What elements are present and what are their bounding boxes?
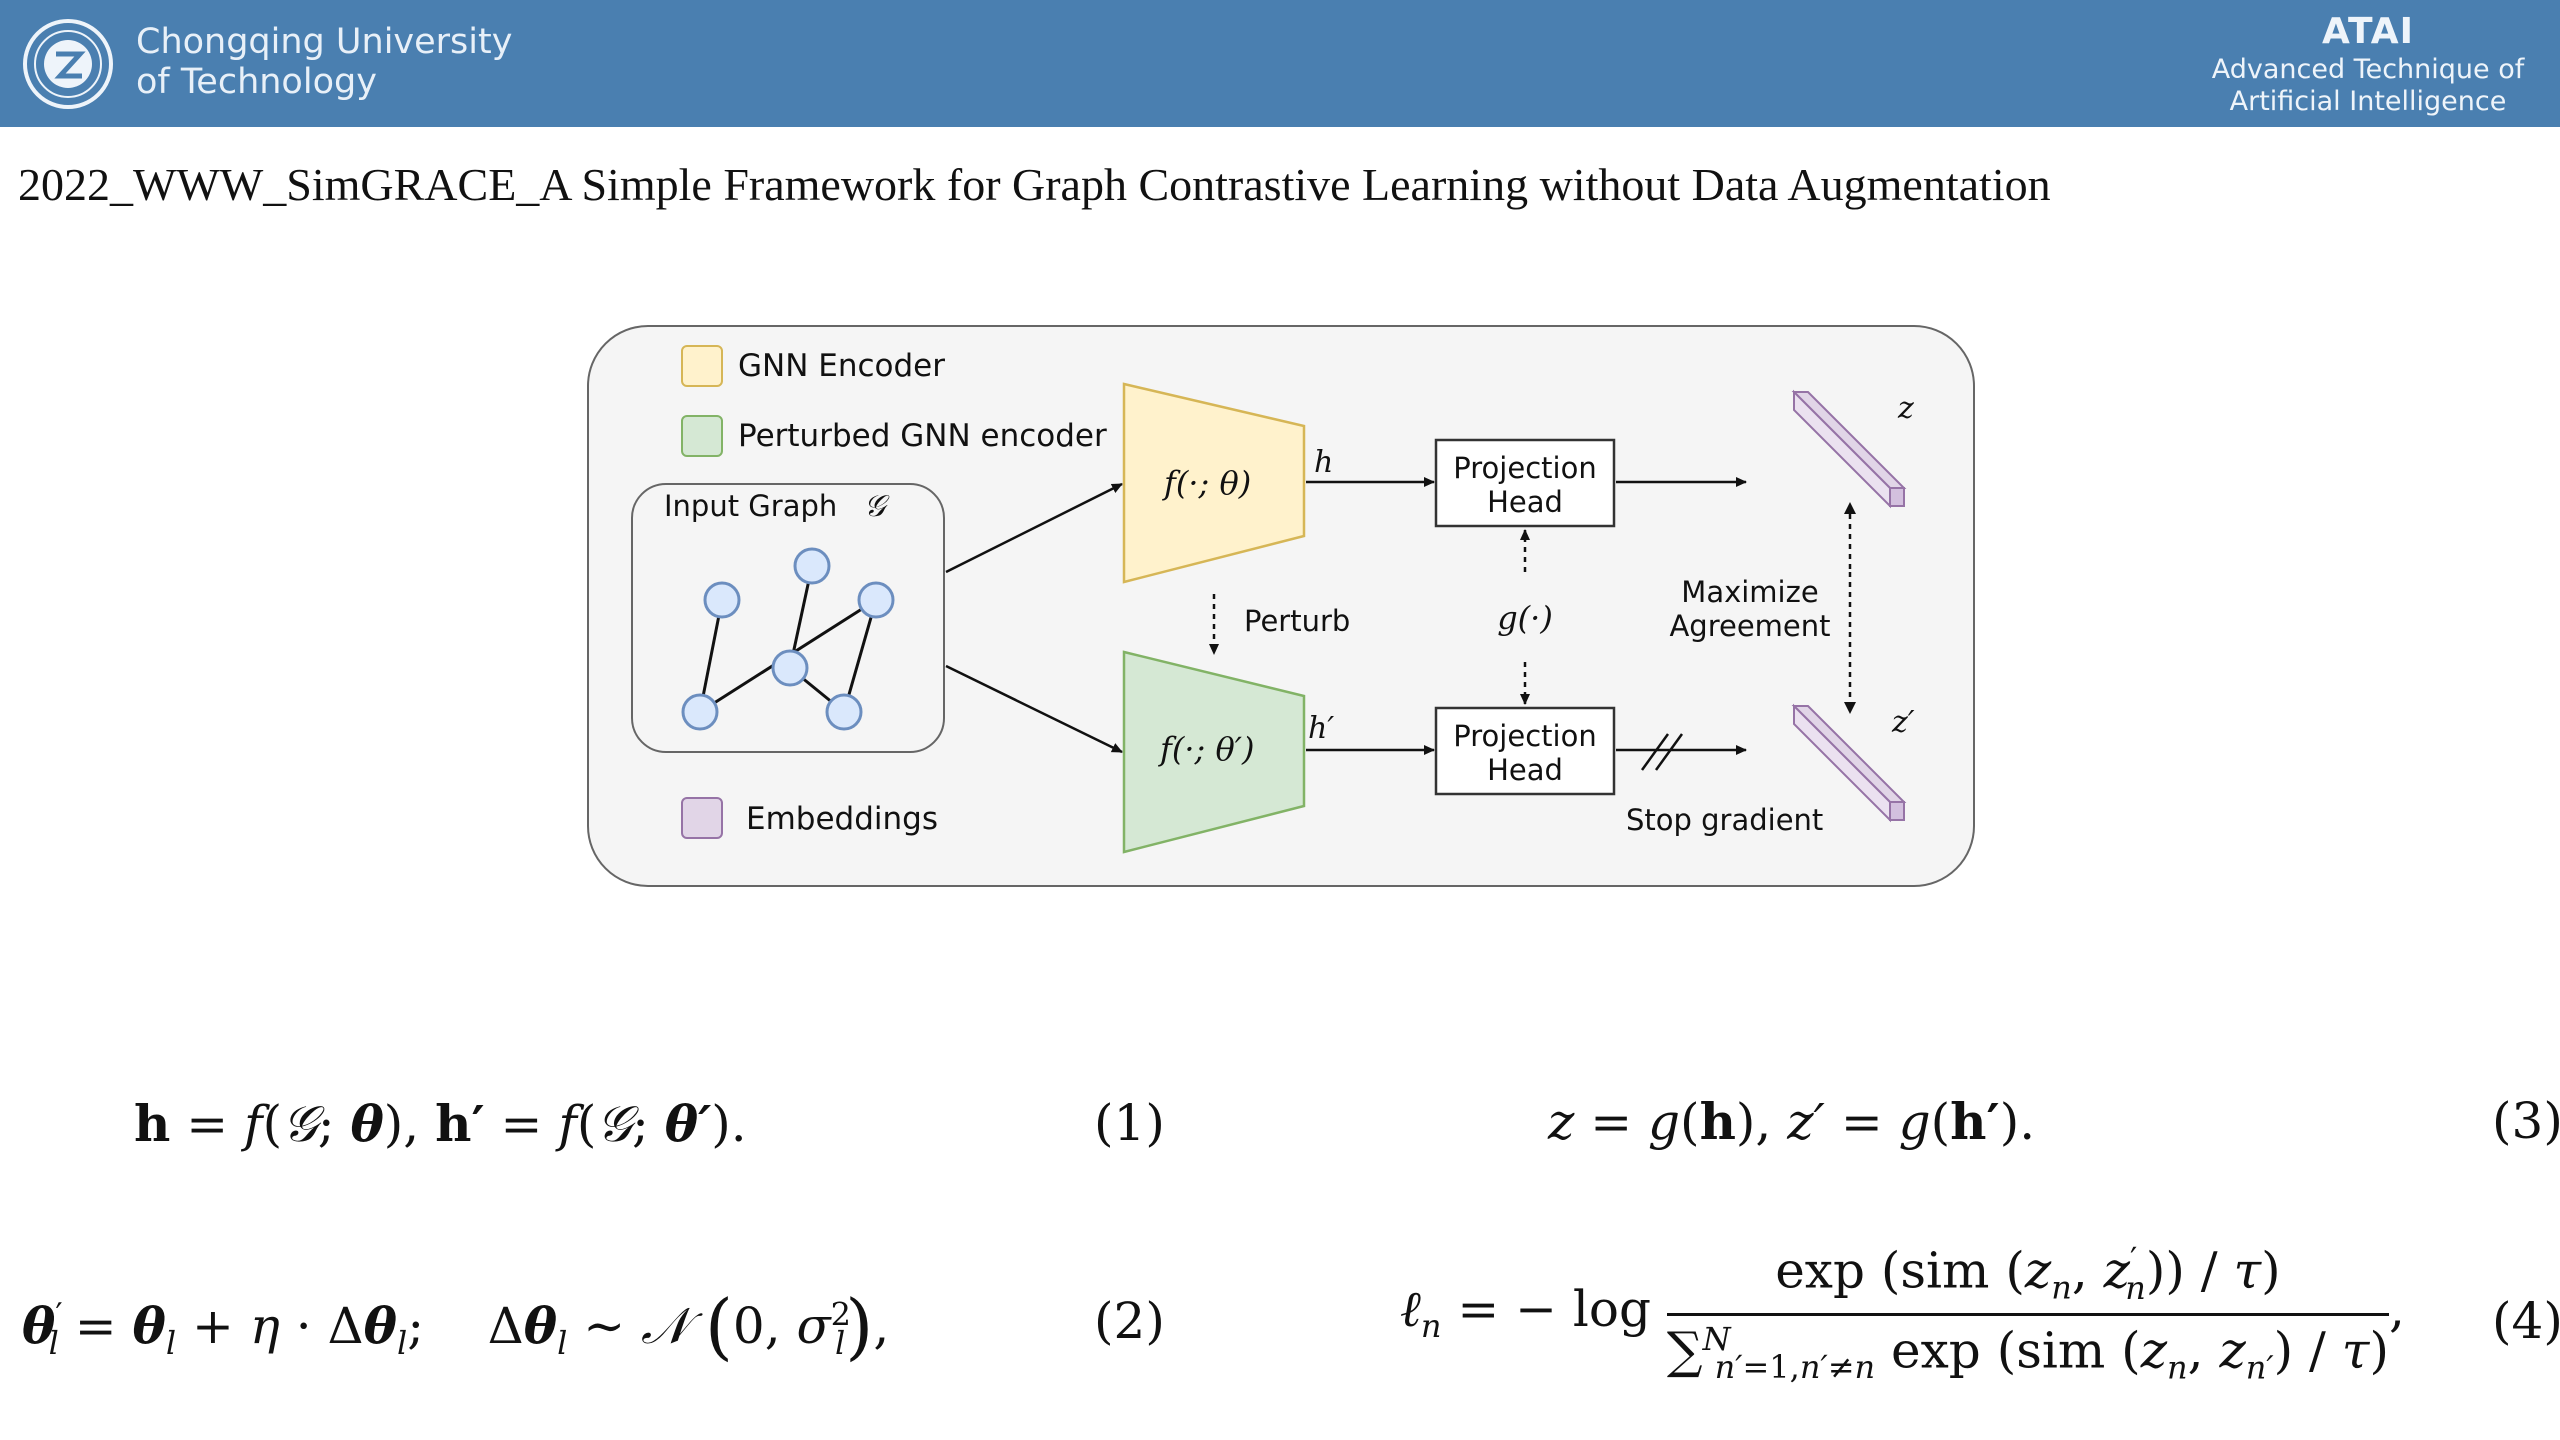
graph-node xyxy=(793,547,831,585)
equation-4-fraction: exp (sim (zn, z′n)) / τ) ∑Nn′=1,n′≠n exp… xyxy=(1666,1240,2389,1387)
legend-embeddings-label: Embeddings xyxy=(746,801,938,837)
legend-gnn-swatch xyxy=(681,345,723,387)
atai-title: ATAI xyxy=(2321,11,2415,52)
equation-2-number: (2) xyxy=(1094,1292,1165,1350)
agreement-arrowhead-up xyxy=(1844,502,1856,514)
h-label: h xyxy=(1314,445,1333,480)
legend-gnn-label: GNN Encoder xyxy=(738,348,945,384)
university-name-line1: Chongqing University xyxy=(136,22,513,62)
h-prime-label: h′ xyxy=(1308,711,1334,746)
input-graph-label: Input Graph xyxy=(664,489,837,523)
projection-head-bottom-line1: Projection xyxy=(1453,719,1596,753)
graph-node xyxy=(681,693,719,731)
atai-logo: ATAI Advanced Technique of Artificial In… xyxy=(2208,10,2528,118)
perturbed-gnn-encoder xyxy=(1122,650,1306,854)
embedding-z-prime xyxy=(1791,703,1907,823)
equation-2: θ′l = θl + η · Δθl; Δθl ∼ 𝒩 (0, σ2l), xyxy=(22,1284,890,1368)
atai-line2: Artificial Intelligence xyxy=(2229,86,2507,117)
atai-line1: Advanced Technique of xyxy=(2211,54,2525,85)
g-label: g(·) xyxy=(1497,599,1553,637)
legend-embeddings-swatch xyxy=(681,797,723,839)
gnn-encoder xyxy=(1122,382,1306,584)
perturb-label: Perturb xyxy=(1244,604,1350,638)
stop-gradient-label: Stop gradient xyxy=(1626,803,1823,837)
encoder-bottom-label: f(·; θ′) xyxy=(1158,730,1254,768)
z-label: z xyxy=(1897,391,1914,426)
agreement-arrowhead-down xyxy=(1844,702,1856,714)
equation-4-number: (4) xyxy=(2492,1292,2560,1350)
header-bar: Chongqing University of Technology ATAI … xyxy=(0,0,2560,127)
figure-frame xyxy=(587,325,1975,887)
graph-node xyxy=(703,581,741,619)
maximize-line2: Agreement xyxy=(1669,609,1830,643)
projection-head-bottom xyxy=(1434,706,1616,796)
projection-head-bottom-line2: Head xyxy=(1487,753,1563,787)
encoder-top-label: f(·; θ) xyxy=(1162,464,1251,502)
equation-4: ℓn = − log exp (sim (zn, z′n)) / τ) ∑Nn′… xyxy=(1400,1240,2405,1387)
university-name: Chongqing University of Technology xyxy=(136,22,512,102)
embedding-z xyxy=(1791,389,1907,509)
graph-node xyxy=(857,581,895,619)
arrow-graph-to-encoder xyxy=(945,482,1123,574)
equation-1: h = f(𝒢; θ), h′ = f(𝒢; θ′). xyxy=(134,1094,747,1153)
arrow-graph-to-perturbed-encoder xyxy=(945,664,1123,754)
graph-nodes xyxy=(681,547,895,731)
legend-perturbed-label: Perturbed GNN encoder xyxy=(738,418,1107,454)
stop-gradient-marks xyxy=(1640,733,1684,771)
equation-3-number: (3) xyxy=(2492,1092,2560,1150)
projection-head-top-line1: Projection xyxy=(1453,451,1596,485)
simgrace-figure: GNN Encoder Perturbed GNN encoder Embedd… xyxy=(586,324,1978,890)
equation-1-number: (1) xyxy=(1094,1094,1165,1152)
input-graph-box xyxy=(631,483,945,753)
z-prime-label: z′ xyxy=(1891,705,1915,740)
maximize-line1: Maximize xyxy=(1681,575,1818,609)
projection-head-top-line2: Head xyxy=(1487,485,1563,519)
framework-diagram: GNN Encoder Perturbed GNN encoder Embedd… xyxy=(587,325,1975,887)
university-name-line2: of Technology xyxy=(136,62,377,102)
graph-node xyxy=(825,693,863,731)
projection-head-top xyxy=(1434,438,1616,528)
paper-title: 2022_WWW_SimGRACE_A Simple Framework for… xyxy=(18,159,2051,210)
equation-3: z = g(h), z′ = g(h′). xyxy=(1548,1092,2036,1151)
university-logo-icon xyxy=(23,19,113,109)
legend-perturbed-swatch xyxy=(681,415,723,457)
graph-node xyxy=(771,649,809,687)
